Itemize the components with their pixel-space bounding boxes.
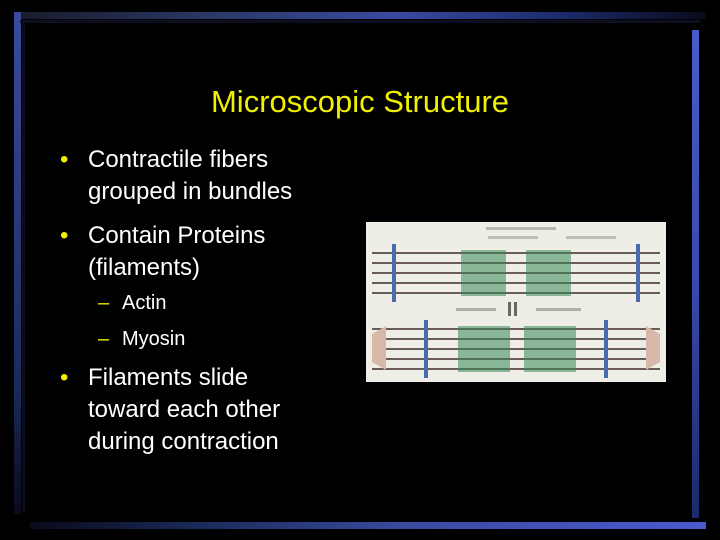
dash-marker: – [98,328,110,350]
inner-frame-top [20,20,700,23]
sarcomere-diagram [366,222,666,382]
divider-mark [508,302,511,316]
figure-caption-mark [566,236,616,239]
filament-line [372,262,660,264]
relaxed-sarcomere [372,244,660,302]
bullet-text: Filaments slide toward each other during… [88,364,281,455]
sub-bullet-text: Actin [122,292,167,314]
filament-line [372,348,660,350]
divider-mark [514,302,517,316]
filament-line [372,272,660,274]
inner-frame-left [22,22,25,512]
bullet-marker: • [60,146,69,173]
z-line [604,320,608,378]
filament-line [372,252,660,254]
myosin-block [526,250,571,296]
slide-title: Microscopic Structure [210,84,510,119]
bullet-text: Contractile fibers grouped in bundles [88,146,293,205]
figure-caption-mark [488,236,538,239]
arrow-left-icon [372,326,386,370]
arrow-right-icon [646,326,660,370]
bottom-frame-bar [30,522,706,529]
figure-label-mark [536,308,581,311]
bullet-marker: • [60,222,69,249]
dash-marker: – [98,292,110,314]
z-line [392,244,396,302]
bullet-marker: • [60,364,69,391]
top-frame-bar [14,12,706,19]
figure-caption-mark [486,227,556,230]
filament-line [372,282,660,284]
filament-line [372,368,660,370]
sarcomere-diagram-graphic [372,227,660,378]
myosin-block [524,326,576,372]
filament-line [372,328,660,330]
filament-line [372,338,660,340]
filament-line [372,292,660,294]
z-line [636,244,640,302]
contracted-sarcomere [372,320,660,378]
sub-bullet-text: Myosin [122,328,186,350]
filament-line [372,358,660,360]
z-line [424,320,428,378]
left-frame-bar [14,12,21,514]
myosin-block [458,326,510,372]
figure-label-mark [456,308,496,311]
bullet-text: Contain Proteins (filaments) [88,222,266,281]
right-frame-bar [692,30,699,518]
myosin-block [461,250,506,296]
